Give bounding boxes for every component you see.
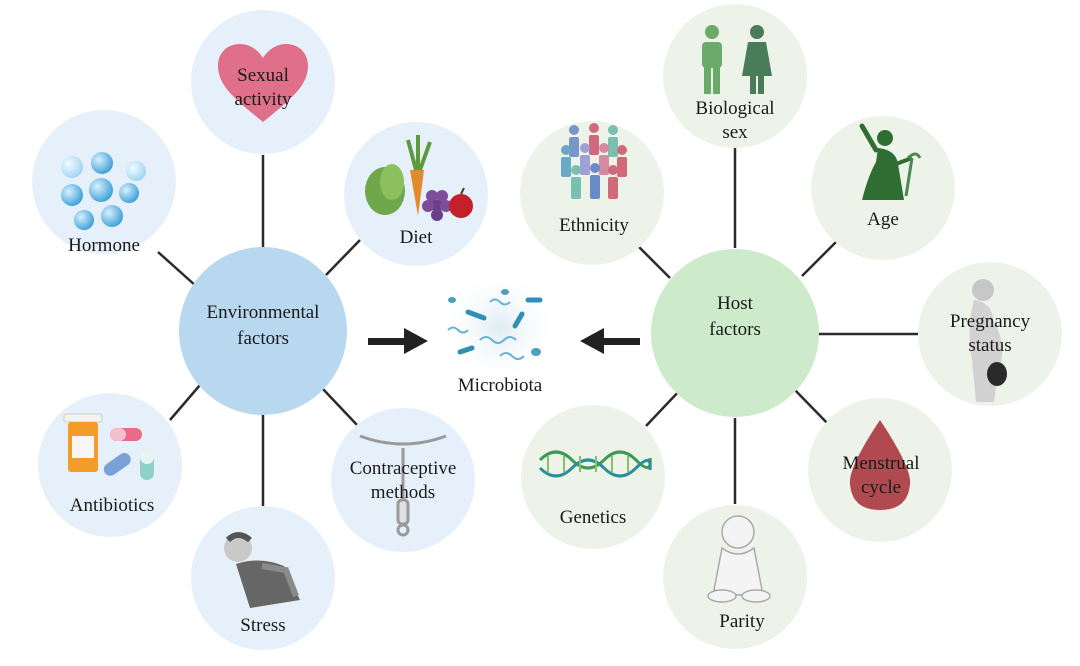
contraceptive-label-line1: Contraceptive — [349, 458, 457, 479]
diet-label: Diet — [399, 227, 433, 248]
host-hub-label-line2: factors — [709, 319, 761, 340]
arrow-icon — [580, 328, 640, 354]
pregnancy-label-line1: Pregnancy — [949, 311, 1031, 332]
genetics-node — [521, 405, 665, 549]
spheres-icon — [61, 152, 146, 230]
environmental-hub-label: Environmental factors — [207, 300, 320, 352]
menstrual-label-line2: cycle — [860, 477, 902, 498]
host-connectors — [631, 145, 920, 504]
environmental-hub — [179, 247, 347, 415]
connector-genetics — [645, 387, 683, 427]
connector-contraceptive — [321, 387, 359, 427]
antibiotics-label: Antibiotics — [69, 495, 155, 516]
biological-sex-node — [663, 4, 807, 148]
bacteria-icon — [442, 269, 558, 385]
connector-antibiotics — [169, 384, 201, 421]
iud-icon — [359, 434, 447, 537]
environmental-hub-label-line1: Environmental — [206, 302, 320, 323]
biological-sex-label-line1: Biological — [695, 98, 775, 119]
dna-icon — [538, 450, 652, 478]
connector-hormone — [157, 251, 197, 287]
microbiota-label: Microbiota — [457, 375, 543, 396]
sexual-activity-label: Sexual activity — [235, 64, 292, 112]
baby-icon — [707, 515, 771, 603]
sexual-activity-label-line2: activity — [234, 89, 292, 110]
person-icon — [224, 532, 300, 608]
arrow-icon — [368, 328, 428, 354]
contraceptive-label: Contraceptive methods — [350, 457, 457, 505]
contraceptive-label-line2: methods — [370, 482, 436, 503]
host-hub-label: Host factors — [709, 291, 761, 343]
menstrual-label-line1: Menstrual — [842, 453, 920, 474]
stress-label: Stress — [240, 615, 286, 636]
environmental-connectors — [157, 155, 361, 510]
age-label: Age — [867, 209, 899, 230]
blood-drop-icon — [849, 420, 911, 510]
pregnancy-label: Pregnancy status — [950, 310, 1030, 358]
connector-age — [801, 239, 839, 277]
pregnancy-label-line2: status — [968, 335, 1012, 356]
male-female-icon — [702, 25, 772, 94]
biological-sex-label-line2: sex — [722, 122, 748, 143]
sexual-activity-label-line1: Sexual — [237, 65, 289, 86]
connector-diet — [325, 239, 361, 276]
genetics-label: Genetics — [559, 507, 627, 528]
biological-sex-label: Biological sex — [695, 97, 774, 145]
ethnicity-label: Ethnicity — [559, 215, 629, 236]
environmental-hub-label-line2: factors — [237, 328, 289, 349]
people-group-icon — [561, 123, 627, 199]
heart-icon — [218, 44, 308, 122]
parity-label: Parity — [719, 611, 765, 632]
pregnant-silhouette-icon — [969, 279, 1007, 402]
vegetables-icon — [365, 135, 473, 221]
menstrual-label: Menstrual cycle — [842, 452, 919, 500]
host-hub — [651, 249, 819, 417]
connector-menstrual — [792, 387, 831, 427]
elderly-woman-icon — [859, 123, 922, 200]
pill-bottle-icon — [63, 413, 154, 480]
host-hub-label-line1: Host — [717, 293, 753, 314]
hormone-label: Hormone — [68, 235, 140, 256]
